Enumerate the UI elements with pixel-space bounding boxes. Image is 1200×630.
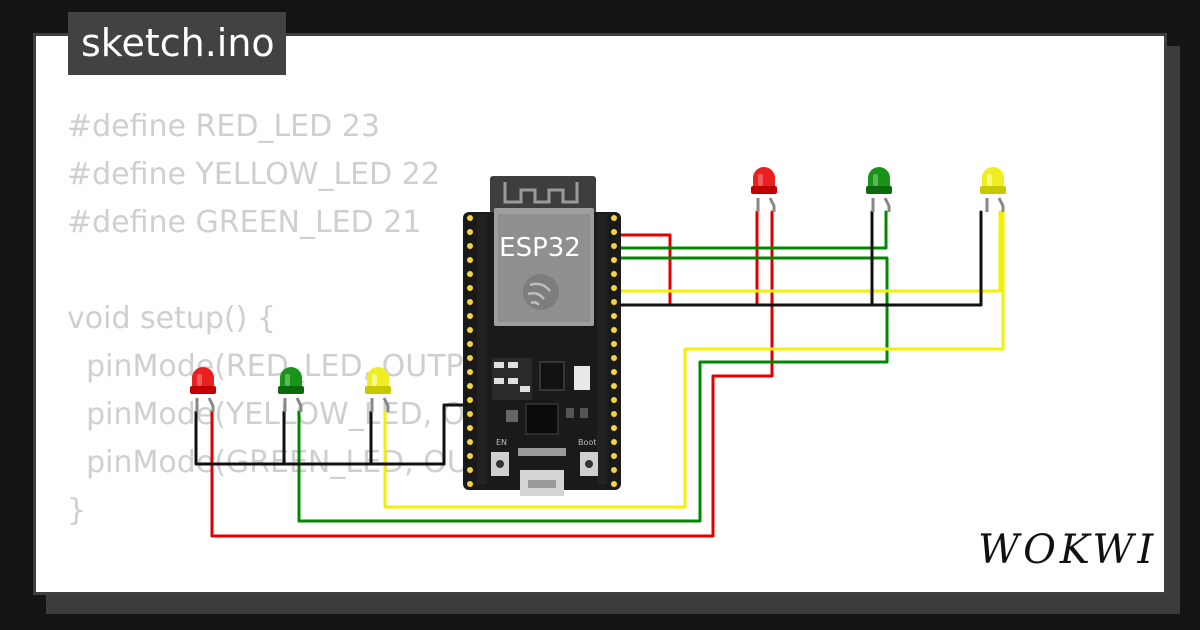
wire-black-right[interactable] — [610, 210, 983, 307]
code-line-9: } — [67, 493, 87, 528]
code-line-1: #define RED_LED 23 — [67, 109, 380, 144]
file-tab[interactable]: sketch.ino — [68, 12, 286, 75]
led-yellow-left[interactable] — [365, 367, 391, 412]
code-editor[interactable]: #define RED_LED 23 #define YELLOW_LED 22 #… — [67, 103, 586, 592]
led-red-left[interactable] — [190, 367, 216, 412]
wire-black-left[interactable] — [194, 403, 469, 466]
en-label: EN — [496, 438, 507, 447]
wire-green-right[interactable] — [610, 210, 888, 250]
led-red-right[interactable] — [751, 167, 777, 212]
code-line-5: void setup() { — [67, 301, 276, 336]
wokwi-logo-text: WOKWI — [978, 527, 1158, 573]
code-line-11: void loop() { — [67, 583, 586, 592]
wire-green-right-long[interactable] — [297, 256, 889, 523]
esp32-board[interactable]: ESP32 — [463, 176, 621, 496]
wire-yellow-right-long[interactable] — [383, 210, 1005, 509]
right-pin-header — [611, 215, 617, 487]
espressif-icon — [523, 274, 559, 310]
wires — [194, 210, 1005, 538]
led-green-left[interactable] — [278, 367, 304, 412]
file-tab-label: sketch.ino — [81, 21, 275, 65]
left-pin-header — [467, 215, 473, 487]
board-label: ESP32 — [499, 233, 581, 263]
wokwi-logo: WOKWI — [978, 528, 1157, 572]
boot-label: Boot — [578, 438, 596, 447]
led-green-right[interactable] — [866, 167, 892, 212]
code-line-3: #define GREEN_LED 21 — [67, 205, 422, 240]
code-line-2: #define YELLOW_LED 22 — [67, 157, 440, 192]
wire-yellow-right[interactable] — [610, 210, 1002, 293]
led-yellow-right[interactable] — [980, 167, 1006, 212]
